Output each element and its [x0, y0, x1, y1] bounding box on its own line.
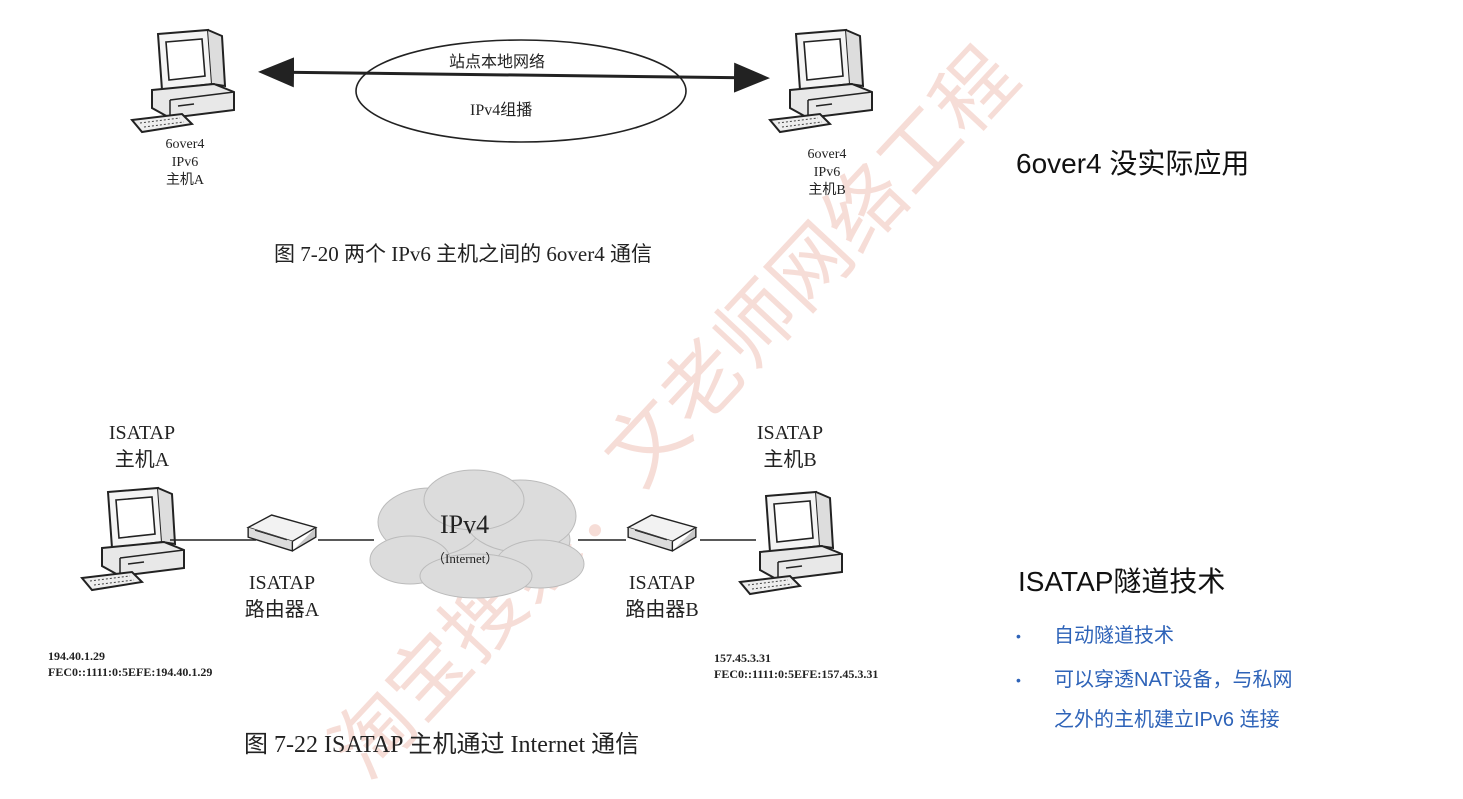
host-b-addresses: 157.45.3.31 FEC0::1111:0:5EFE:157.45.3.3… — [714, 651, 879, 681]
host-a-addresses: 194.40.1.29 FEC0::1111:0:5EFE:194.40.1.2… — [48, 649, 213, 679]
cloud-subtitle: （Internet） — [432, 551, 499, 566]
cloud-title: IPv4 — [440, 510, 490, 539]
host-b-computer-icon — [769, 29, 873, 133]
isatap-host-a-label: ISATAP 主机A — [108, 422, 176, 471]
host-a-label: 6over4 IPv6 主机A — [165, 137, 205, 188]
isatap-host-b-computer-icon — [739, 491, 843, 595]
isatap-title: ISATAP隧道技术 — [1018, 566, 1226, 597]
ellipse-bottom-label: IPv4组播 — [470, 102, 533, 119]
router-b-label: ISATAP 路由器B — [625, 572, 699, 621]
bidirectional-arrow — [258, 57, 770, 93]
ellipse-top-label: 站点本地网络 — [449, 54, 546, 71]
list-item: •可以穿透NAT设备，与私网 — [1016, 669, 1293, 691]
router-a-icon — [247, 514, 317, 552]
figure-7-22-caption: 图 7-22 ISATAP 主机通过 Internet 通信 — [244, 732, 640, 758]
list-item: •自动隧道技术 — [1016, 625, 1174, 647]
figure-7-20-caption: 图 7-20 两个 IPv6 主机之间的 6over4 通信 — [274, 242, 652, 266]
router-a-label: ISATAP 路由器A — [244, 572, 320, 621]
bullet-continuation: 之外的主机建立IPv6 连接 — [1054, 709, 1280, 731]
internet-cloud-icon — [369, 469, 585, 599]
isatap-bullets: •自动隧道技术 •可以穿透NAT设备，与私网 之外的主机建立IPv6 连接 — [1016, 618, 1456, 738]
isatap-host-b-label: ISATAP 主机B — [756, 422, 824, 471]
diagram-drawings — [81, 29, 873, 599]
host-a-computer-icon — [131, 29, 235, 133]
6over4-note: 6over4 没实际应用 — [1016, 148, 1250, 179]
host-b-label: 6over4 IPv6 主机B — [807, 147, 847, 198]
isatap-host-a-computer-icon — [81, 487, 185, 591]
router-b-icon — [627, 514, 697, 552]
